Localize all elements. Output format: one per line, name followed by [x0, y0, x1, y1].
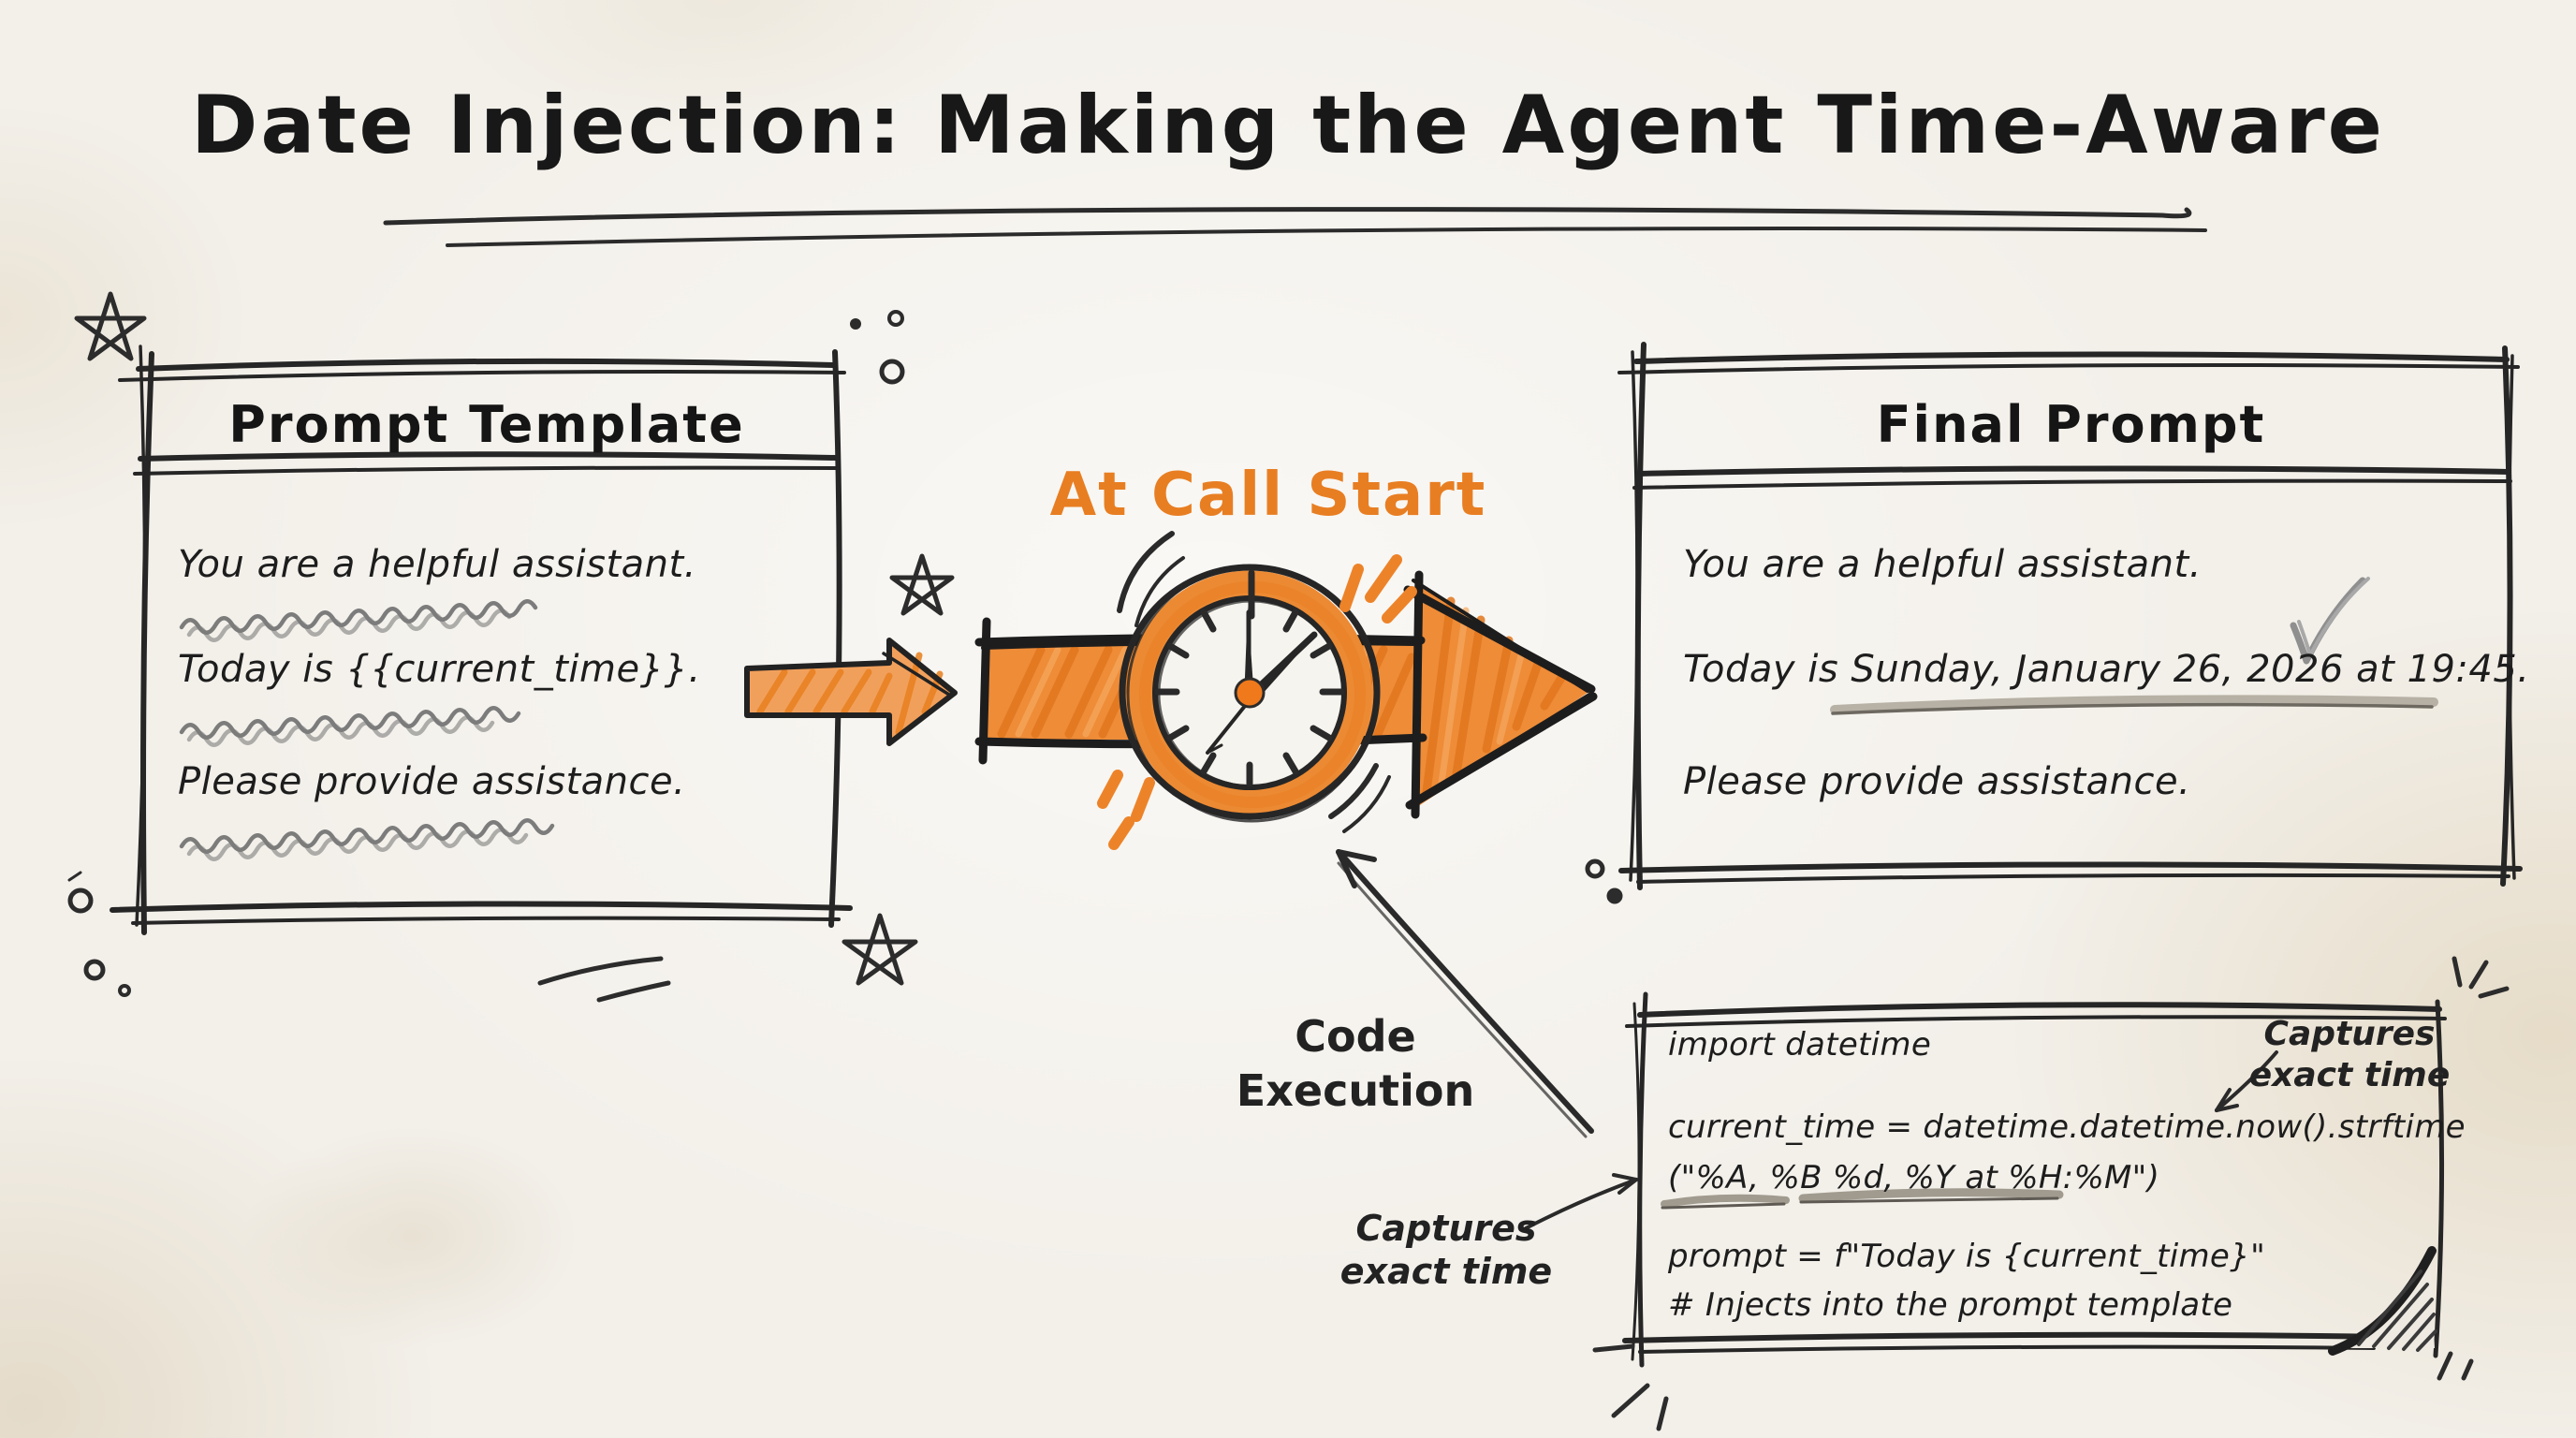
date-underline: [1830, 695, 2438, 715]
corner-emphasis-marks: [1592, 956, 2510, 1431]
code-line-strftime-format: ("%A, %B %d, %Y at %H:%M"): [1668, 1159, 2160, 1196]
captures-exact-time-left-line-1: Captures: [1355, 1208, 1537, 1249]
check-icon: [2290, 577, 2370, 665]
code-line-comment: # Injects into the prompt template: [1668, 1286, 2233, 1324]
code-execution-label-line-1: Code: [1295, 1011, 1416, 1062]
captures-exact-time-right-line-2: exact time: [2248, 1056, 2451, 1094]
clock-motion-arcs: [1117, 531, 1391, 833]
code-line-current-time: current_time = datetime.datetime.now().s…: [1668, 1108, 2466, 1146]
code-execution-label-line-2: Execution: [1236, 1065, 1475, 1116]
doodle-dots: [67, 310, 1623, 997]
clock-icon: [1097, 531, 1417, 850]
title-underline: [383, 207, 2207, 247]
small-arrow-icon: [744, 638, 958, 746]
code-line-import: import datetime: [1668, 1026, 1932, 1064]
prompt-template-line-3: Please provide assistance.: [178, 760, 686, 803]
code-line-prompt: prompt = f"Today is {current_time}": [1668, 1238, 2266, 1275]
page-curl-icon: [2328, 1246, 2474, 1381]
clock-ticks: [1154, 569, 1345, 787]
captures-exact-time-left-line-2: exact time: [1339, 1251, 1553, 1292]
code-underlines: [1661, 1188, 2064, 1210]
at-call-start-label: At Call Start: [1049, 461, 1487, 530]
captures-exact-time-right-line-1: Captures: [2263, 1015, 2436, 1053]
clock-sparkle-dashes: [1097, 554, 1417, 850]
prompt-template-line-1: You are a helpful assistant.: [178, 543, 696, 586]
code-execution-arrow: [1336, 849, 1594, 1138]
final-prompt-title: Final Prompt: [1876, 395, 2266, 454]
final-prompt-line-2: Today is Sunday, January 26, 2026 at 19:…: [1683, 648, 2530, 691]
swoosh-lines: [537, 956, 671, 1003]
final-prompt-line-3: Please provide assistance.: [1683, 760, 2191, 803]
prompt-template-box-border: [110, 345, 853, 935]
captures-right-arrow: [2215, 1050, 2278, 1112]
final-prompt-line-1: You are a helpful assistant.: [1683, 543, 2202, 586]
final-prompt-box-border: [1617, 342, 2523, 890]
prompt-template-line-2: Today is {{current_time}}.: [178, 648, 701, 691]
page-title: Date Injection: Making the Agent Time-Aw…: [191, 79, 2385, 172]
squiggle-lines: [179, 599, 555, 861]
star-icon: [74, 291, 955, 986]
prompt-template-title: Prompt Template: [228, 395, 745, 454]
captures-left-arrow: [1524, 1173, 1638, 1230]
code-panel-border: [1622, 991, 2447, 1368]
